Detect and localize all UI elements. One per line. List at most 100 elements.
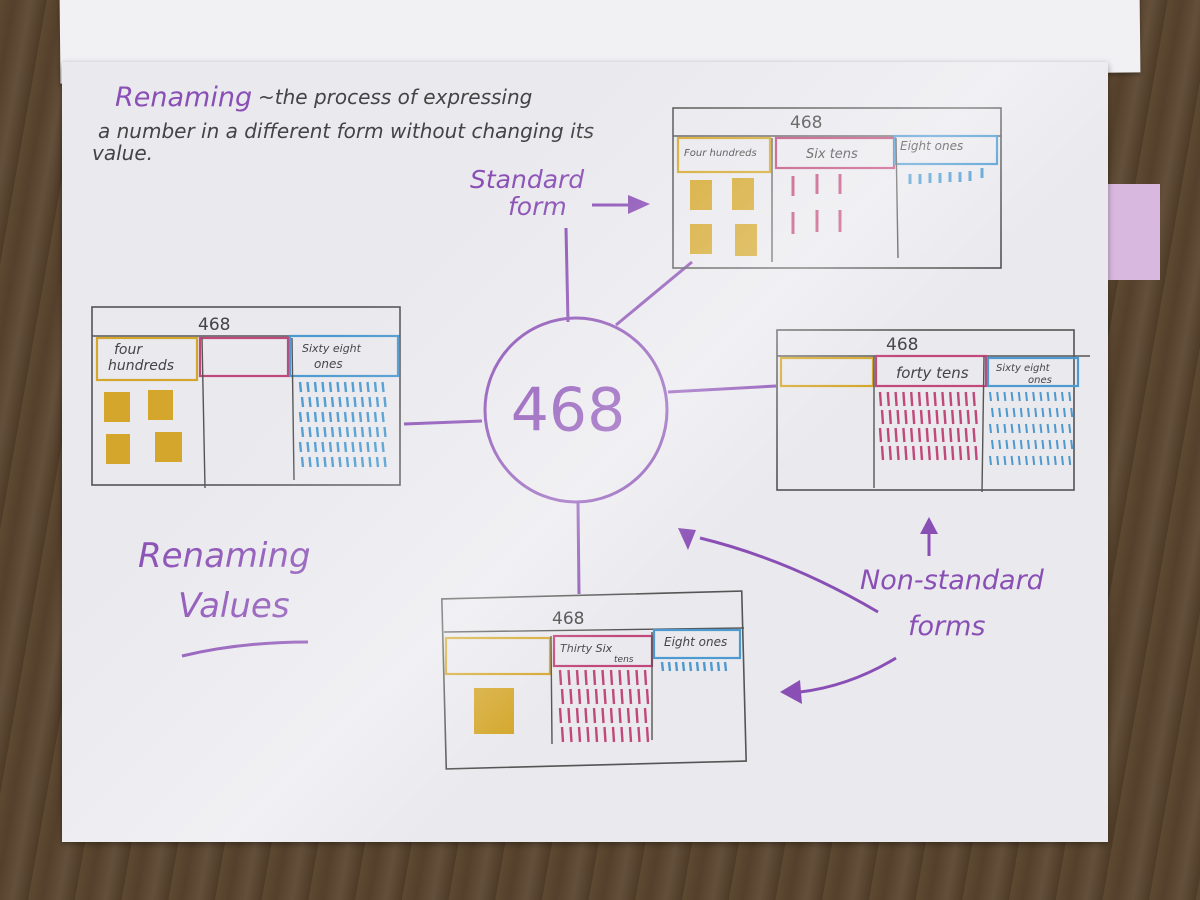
tally-stick [711,662,712,671]
table-right-ones-line2: ones [1028,375,1052,386]
tally-stick [622,689,623,704]
tally-stick [937,446,938,460]
tally-stick [966,392,967,406]
table-right: 468 forty tens Sixty eight ones [777,330,1090,492]
tally-stick [919,428,920,442]
tally-stick [375,442,376,452]
table-right-number: 468 [886,335,918,355]
table-bottom-ones: Eight ones [664,635,727,649]
tally-stick [385,457,386,467]
table-standard-ones: Eight ones [900,139,963,153]
tally-stick [1033,456,1034,465]
tally-stick [360,442,361,452]
tally-stick [921,446,922,460]
tally-stick [999,440,1000,449]
tally-stick [300,412,301,422]
tally-stick [325,397,326,407]
tally-stick [1012,424,1013,433]
tally-stick [637,670,638,685]
tally-stick [560,708,561,723]
tally-stick [976,410,977,424]
tally-stick [340,397,341,407]
definition-term: Renaming [115,82,252,113]
tally-stick [1004,456,1005,465]
tally-stick [890,410,891,424]
tally-stick [315,412,316,422]
tally-stick [1048,456,1049,465]
tally-stick [317,427,318,437]
tally-stick [888,428,889,442]
tally-stick [310,427,311,437]
tally-stick [362,427,363,437]
tally-stick [586,670,587,685]
tally-stick [905,446,906,460]
tally-stick [338,382,339,392]
tally-stick [913,410,914,424]
tally-stick [683,662,684,671]
tally-stick [880,428,881,442]
table-standard-number: 468 [790,113,822,133]
tally-stick [347,397,348,407]
title-line2: Values [178,586,290,626]
tally-stick [562,727,563,742]
standard-form-label-line1: Standard [470,165,584,194]
table-bottom-number: 468 [552,609,584,629]
tally-stick [594,670,595,685]
table-bottom-tens-line1: Thirty Six [560,642,613,655]
table-left-hundreds-line2: hundreds [108,358,174,374]
tally-stick [1006,408,1007,417]
tally-stick [1028,440,1029,449]
tally-stick [927,428,928,442]
tally-stick [332,457,333,467]
table-right-tens: forty tens [896,364,969,382]
table-left-number: 468 [198,315,230,335]
tally-stick [360,412,361,422]
tally-stick [952,410,953,424]
tally-stick [300,382,301,392]
tally-stick [368,442,369,452]
tally-stick [302,457,303,467]
tally-stick [958,428,959,442]
tally-stick [911,428,912,442]
tally-stick [325,427,326,437]
tally-stick [669,662,670,671]
tally-stick [586,708,587,723]
tally-stick [1004,392,1005,401]
tally-stick [1057,440,1058,449]
tally-stick [383,442,384,452]
tally-stick [355,397,356,407]
tally-stick [340,457,341,467]
tally-stick [990,392,991,401]
tally-stick [637,708,638,723]
table-bottom: 468 Thirty Six tens Eight ones [442,591,746,769]
tally-stick [903,392,904,406]
tally-stick [1012,392,1013,401]
tally-stick [308,442,309,452]
tally-stick [690,662,691,671]
tally-stick [345,442,346,452]
tally-stick [310,457,311,467]
tally-stick [911,392,912,406]
tally-stick [997,456,998,465]
table-right-ones-line1: Sixty eight [996,363,1051,374]
tally-stick [944,446,945,460]
nonstandard-label-line1: Non-standard [860,565,1045,596]
tally-stick [1021,440,1022,449]
tally-stick [630,727,631,742]
tally-stick [882,446,883,460]
tally-stick [725,662,726,671]
tally-stick [1019,392,1020,401]
tally-stick [639,727,640,742]
tally-stick [325,457,326,467]
tally-stick [1033,392,1034,401]
ones-sticks [300,382,386,467]
tally-stick [620,708,621,723]
tally-stick [905,410,906,424]
tally-stick [330,442,331,452]
ones-sticks [662,662,726,671]
nonstandard-label-line2: forms [908,611,986,642]
tally-stick [1048,424,1049,433]
tally-stick [704,662,705,671]
tally-stick [697,662,698,671]
